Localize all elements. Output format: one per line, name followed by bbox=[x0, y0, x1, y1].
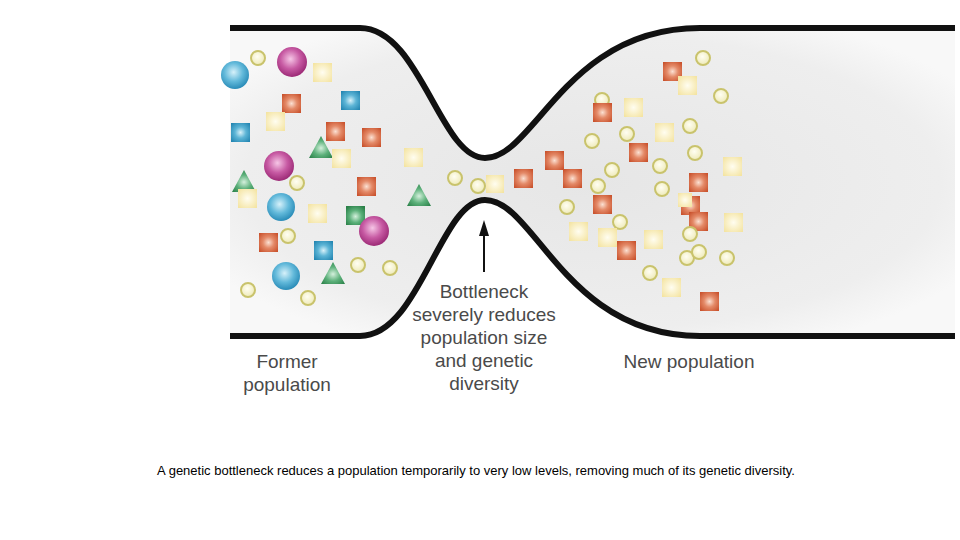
bottleneck-note: Bottleneck severely reduces population s… bbox=[409, 280, 559, 395]
yellow-dot bbox=[351, 258, 365, 272]
population-label: Former population bbox=[212, 350, 362, 396]
bottleneck-wall bbox=[230, 28, 955, 158]
orange-square bbox=[629, 143, 648, 162]
orange-square bbox=[617, 241, 636, 260]
pale-square bbox=[569, 222, 588, 241]
orange-square bbox=[700, 292, 719, 311]
yellow-dot bbox=[560, 200, 574, 214]
pale-square bbox=[308, 204, 327, 223]
yellow-dot bbox=[696, 51, 710, 65]
orange-square bbox=[326, 122, 345, 141]
yellow-dot bbox=[643, 266, 657, 280]
yellow-dot bbox=[653, 159, 667, 173]
pale-square bbox=[486, 175, 504, 193]
orange-square bbox=[545, 151, 564, 170]
blue-square bbox=[341, 91, 360, 110]
yellow-dot bbox=[301, 291, 315, 305]
yellow-dot bbox=[471, 179, 485, 193]
pale-square bbox=[723, 157, 742, 176]
yellow-dot bbox=[383, 261, 397, 275]
yellow-dot bbox=[585, 134, 599, 148]
yellow-dot bbox=[683, 227, 697, 241]
green-triangle bbox=[407, 184, 431, 206]
pale-square bbox=[266, 112, 285, 131]
pale-square bbox=[724, 213, 743, 232]
orange-square bbox=[593, 195, 612, 214]
yellow-dot bbox=[281, 229, 295, 243]
orange-square bbox=[563, 169, 582, 188]
pale-square bbox=[238, 189, 257, 208]
yellow-dot bbox=[605, 163, 619, 177]
orange-square bbox=[259, 233, 278, 252]
blue-circle bbox=[267, 193, 295, 221]
yellow-dot bbox=[591, 179, 605, 193]
pale-square bbox=[404, 148, 423, 167]
bottleneck-wall bbox=[230, 200, 955, 336]
orange-square bbox=[282, 94, 301, 113]
magenta-circle bbox=[264, 151, 294, 181]
pale-square bbox=[332, 149, 351, 168]
orange-square bbox=[689, 173, 708, 192]
pale-square bbox=[644, 230, 663, 249]
figure-caption: A genetic bottleneck reduces a populatio… bbox=[146, 462, 806, 480]
orange-square bbox=[357, 177, 376, 196]
yellow-dot bbox=[620, 127, 634, 141]
yellow-dot bbox=[692, 245, 706, 259]
blue-square bbox=[231, 123, 250, 142]
pale-square bbox=[598, 228, 617, 247]
pale-square bbox=[678, 76, 697, 95]
yellow-dot bbox=[683, 119, 697, 133]
magenta-circle bbox=[359, 216, 389, 246]
orange-square bbox=[514, 169, 533, 188]
green-triangle bbox=[232, 170, 256, 192]
yellow-dot bbox=[251, 51, 265, 65]
yellow-dot bbox=[241, 283, 255, 297]
yellow-dot bbox=[720, 251, 734, 265]
green-triangle bbox=[309, 136, 333, 158]
yellow-dot bbox=[714, 89, 728, 103]
blue-circle bbox=[221, 61, 249, 89]
green-triangle bbox=[321, 262, 345, 284]
pale-square bbox=[624, 98, 643, 117]
blue-circle bbox=[272, 262, 300, 290]
pale-square bbox=[655, 123, 674, 142]
yellow-dot bbox=[448, 171, 462, 185]
pale-square bbox=[678, 193, 692, 207]
yellow-dot bbox=[613, 215, 627, 229]
yellow-dot bbox=[655, 182, 669, 196]
orange-square bbox=[593, 103, 612, 122]
yellow-dot bbox=[290, 176, 304, 190]
bottleneck-ground bbox=[230, 28, 955, 336]
pale-square bbox=[662, 278, 681, 297]
population-label: New population bbox=[614, 350, 764, 373]
pale-square bbox=[313, 63, 332, 82]
orange-square bbox=[362, 128, 381, 147]
yellow-dot bbox=[688, 146, 702, 160]
magenta-circle bbox=[277, 47, 307, 77]
pointer-line bbox=[483, 232, 485, 272]
blue-square bbox=[314, 241, 333, 260]
pointer-head bbox=[479, 220, 489, 236]
